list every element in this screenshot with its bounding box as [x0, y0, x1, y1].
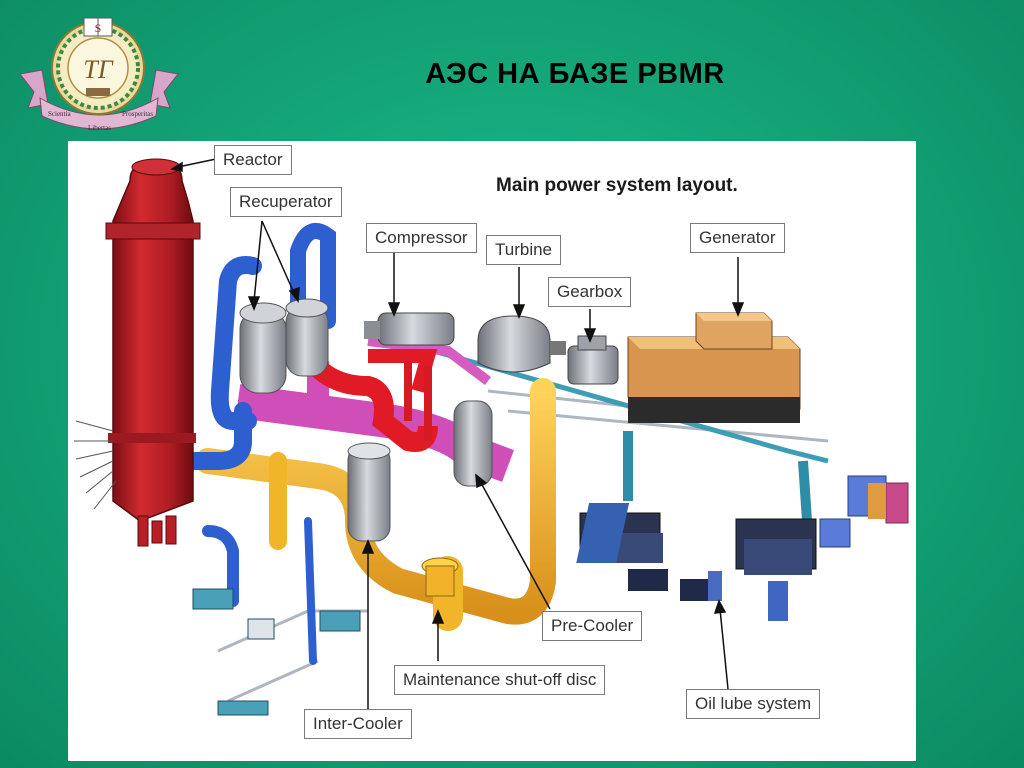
generator-block	[627, 312, 801, 423]
recuperator-vessels	[239, 298, 329, 394]
label-maintenance-shut-off-disc: Maintenance shut-off disc	[394, 665, 606, 695]
ribbon-center-text: Libertas	[88, 124, 111, 132]
hot-pipes	[299, 349, 438, 452]
university-seal-logo: S ТГ Scientia Libertas Prosperitas	[18, 12, 180, 140]
diagram-title: Main power system layout.	[496, 175, 738, 196]
label-oil-lube-system: Oil lube system	[686, 689, 821, 719]
label-leaders	[169, 158, 745, 709]
label-compressor: Compressor	[366, 223, 477, 253]
gearbox	[567, 335, 619, 385]
reactor-vessel	[74, 158, 201, 547]
compressor	[364, 312, 455, 346]
label-generator: Generator	[690, 223, 785, 253]
label-recuperator: Recuperator	[230, 187, 342, 217]
power-system-diagram: Main power system layout. Reactor Recupe…	[68, 141, 916, 761]
label-reactor: Reactor	[214, 145, 292, 175]
diagram-illustration	[74, 158, 909, 716]
label-pre-cooler: Pre-Cooler	[542, 611, 643, 641]
pump-skids	[192, 588, 361, 716]
seal-top-mark: S	[95, 21, 102, 35]
ribbon-left-text: Scientia	[48, 110, 71, 118]
label-inter-cooler: Inter-Cooler	[304, 709, 412, 739]
slide-title: АЭС НА БАЗЕ PBMR	[425, 58, 725, 90]
seal-monogram: ТГ	[83, 55, 113, 84]
cold-pipes	[129, 223, 336, 665]
label-turbine: Turbine	[486, 235, 562, 265]
maintenance-disc	[421, 557, 459, 597]
turbine	[477, 315, 566, 373]
inter-cooler-vessel	[347, 442, 391, 542]
pre-cooler-vessel	[453, 400, 493, 487]
ribbon-right-text: Prosperitas	[122, 110, 153, 118]
oil-lube-equipment	[576, 475, 909, 621]
label-gearbox: Gearbox	[548, 277, 632, 307]
